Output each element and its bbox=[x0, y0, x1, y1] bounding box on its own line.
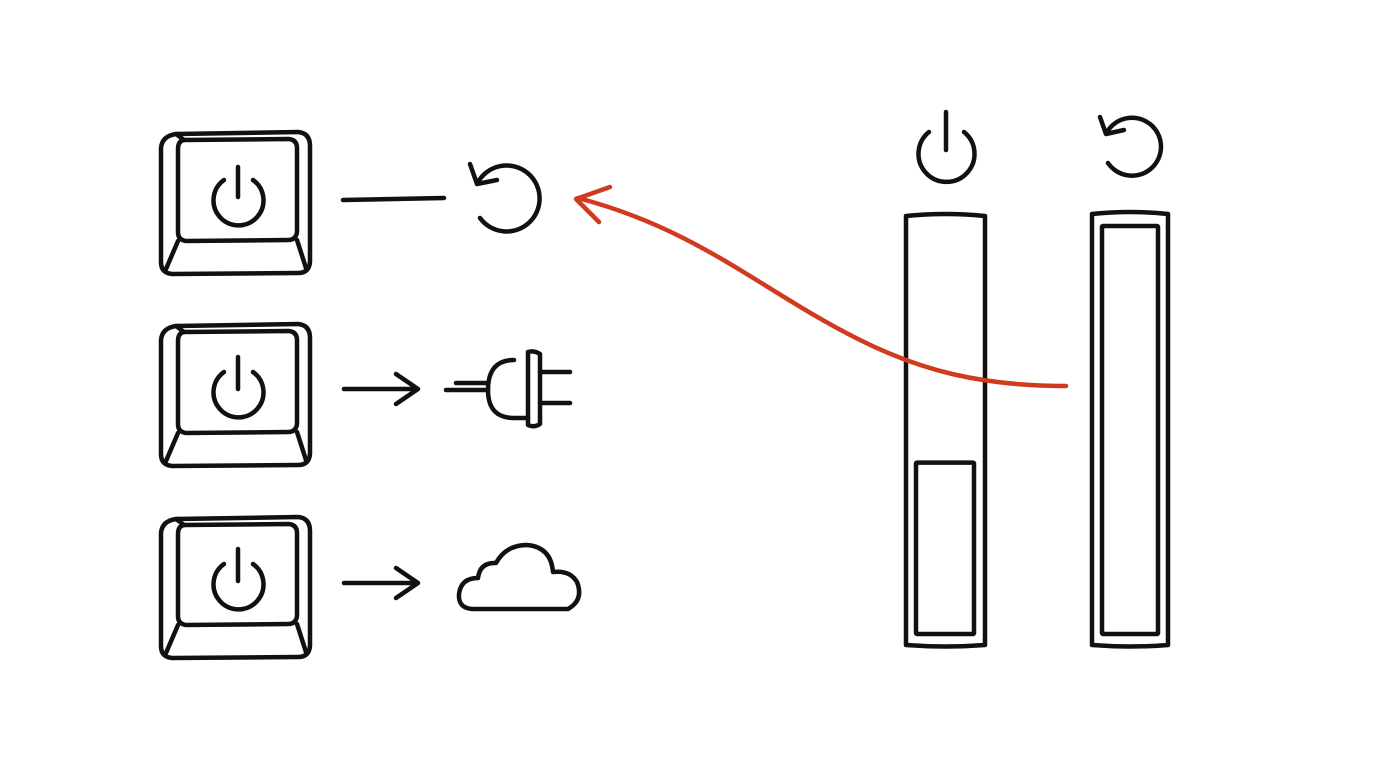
connector-arrow bbox=[341, 371, 421, 407]
restart-gauge bbox=[1089, 114, 1171, 649]
cloud-icon bbox=[456, 542, 582, 612]
link-arrow bbox=[573, 184, 1069, 389]
power-keycap[interactable] bbox=[158, 129, 313, 277]
key-row-2 bbox=[158, 321, 573, 469]
connector-line bbox=[340, 195, 447, 203]
power-icon bbox=[211, 164, 266, 228]
power-icon bbox=[211, 546, 266, 612]
power-icon bbox=[211, 354, 266, 420]
power-keycap[interactable] bbox=[158, 514, 313, 661]
gauge-level bbox=[1099, 223, 1161, 637]
gauge-level bbox=[913, 460, 977, 637]
gauge-frame bbox=[903, 211, 988, 649]
restart-icon bbox=[467, 161, 542, 234]
power-keycap[interactable] bbox=[158, 321, 313, 469]
key-row-3 bbox=[158, 514, 582, 661]
power-icon bbox=[916, 109, 977, 185]
connector-arrow bbox=[341, 565, 421, 601]
restart-icon bbox=[1097, 114, 1164, 178]
power-gauge bbox=[903, 109, 988, 649]
plug-icon bbox=[443, 349, 573, 429]
gauge-frame bbox=[1089, 209, 1171, 649]
key-row-1 bbox=[158, 129, 542, 277]
